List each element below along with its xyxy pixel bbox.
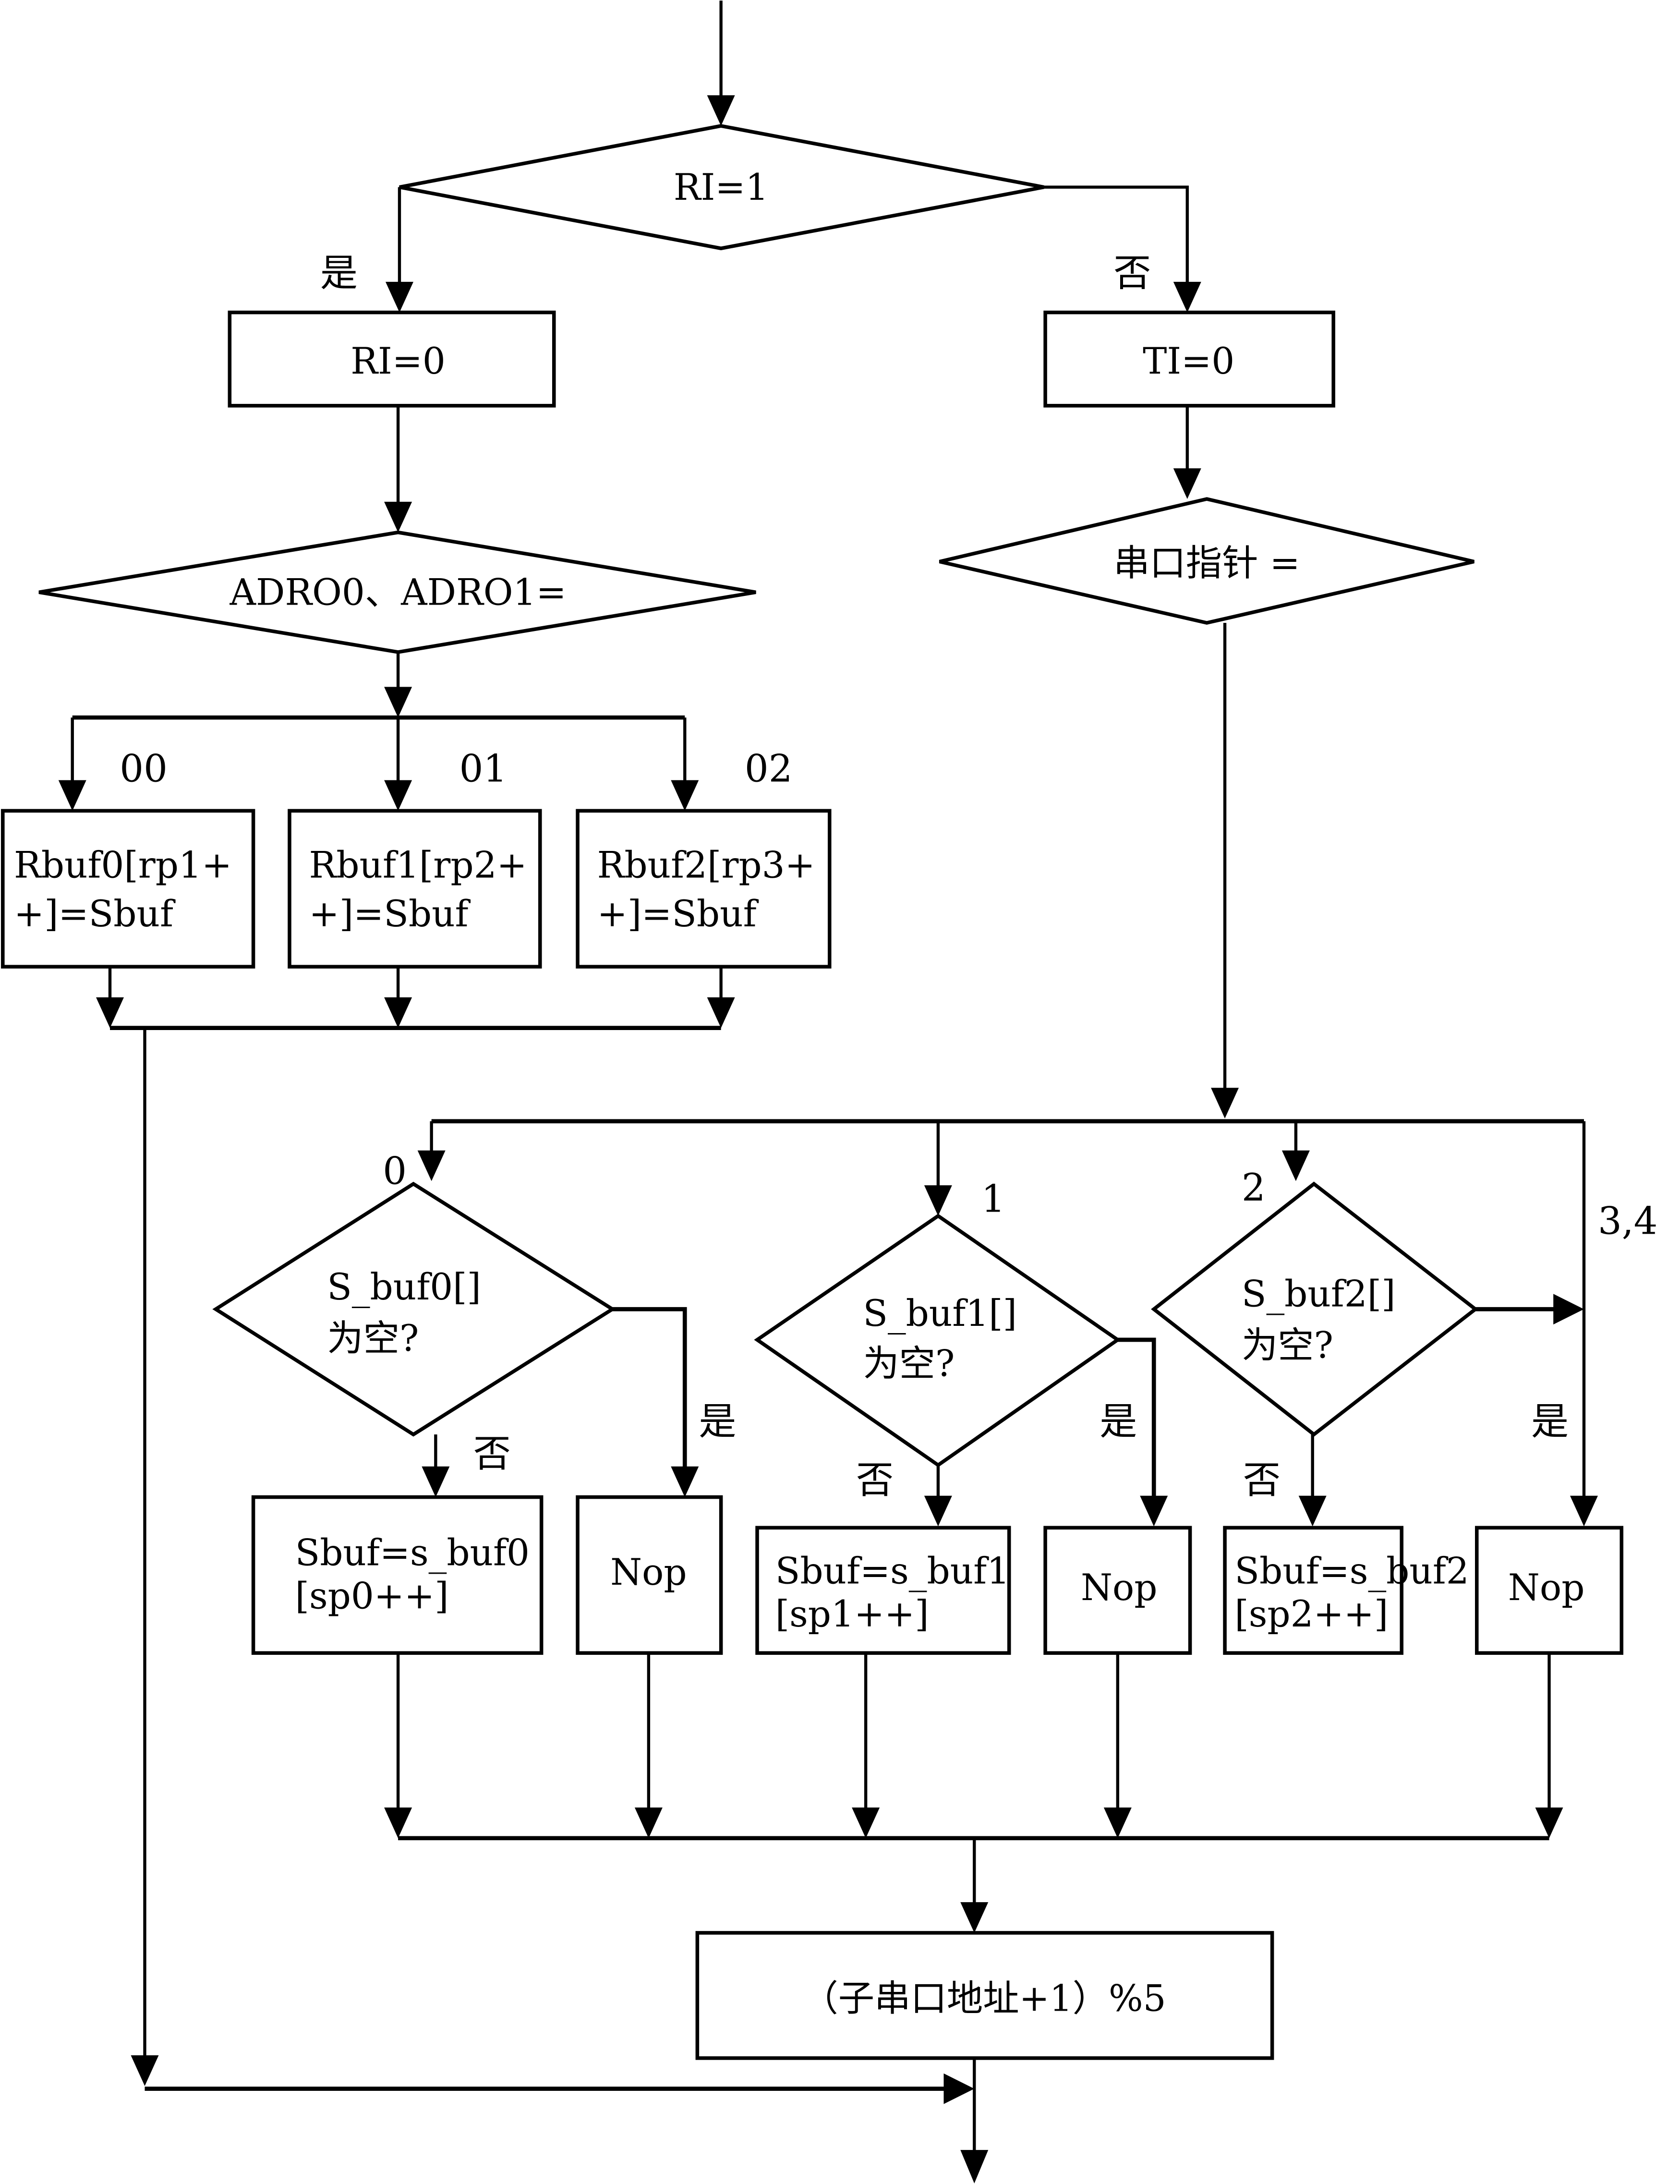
sbuf0-check-line1: S_buf0[]: [327, 1266, 481, 1308]
sbuf1-empty-decision: S_buf1[] 为空?: [754, 1213, 1121, 1468]
ptr-0-label: 0: [383, 1149, 407, 1193]
sbuf2-check-line2: 为空?: [1242, 1324, 1333, 1367]
adr-check-text: ADRO0、ADRO1=: [230, 571, 567, 613]
sbuf2-empty-decision: S_buf2[] 为空?: [1151, 1181, 1479, 1437]
increment-address-process: （子串口地址+1）%5: [695, 1931, 1274, 2060]
no-label: 否: [856, 1458, 894, 1502]
arrow-head: [58, 780, 86, 811]
no-label: 否: [473, 1432, 511, 1476]
rbuf0-process: Rbuf0[rp1+ +]=Sbuf: [1, 809, 255, 969]
rbuf2-process: Rbuf2[rp3+ +]=Sbuf: [576, 809, 832, 969]
sbuf0-check-line2: 为空?: [327, 1317, 419, 1359]
arrow-head: [96, 997, 124, 1028]
arrow-head: [1173, 281, 1201, 313]
adr-00-label: 00: [120, 747, 168, 791]
arrow-head: [924, 1495, 952, 1527]
arrow-head: [960, 1902, 989, 1933]
arrow-head: [707, 997, 735, 1028]
ptr-34-label: 3,4: [1598, 1200, 1657, 1243]
arrow-head: [417, 1150, 446, 1181]
ti-clear-text: TI=0: [1143, 340, 1234, 382]
no-label: 否: [1243, 1458, 1281, 1502]
arrow-head: [943, 2073, 975, 2104]
yes-label: 是: [1100, 1400, 1137, 1444]
arrow-head: [384, 997, 412, 1028]
arrow-head: [1140, 1495, 1168, 1527]
nop2-process: Nop: [1475, 1526, 1624, 1655]
arrow-head: [671, 1466, 699, 1497]
sbuf0-line2: [sp0++]: [295, 1575, 449, 1617]
sbuf0-empty-decision: S_buf0[] 为空?: [212, 1181, 616, 1437]
sbuf2-line2: [sp2++]: [1234, 1593, 1388, 1635]
adr-check-decision: ADRO0、ADRO1=: [38, 530, 756, 654]
yes-label: 是: [1531, 1400, 1569, 1444]
arrow-head: [1570, 1495, 1598, 1527]
arrow-head: [634, 1808, 663, 1838]
arrow-head: [852, 1808, 880, 1838]
rbuf1-line2: +]=Sbuf: [309, 893, 471, 935]
arrow-head: [1298, 1495, 1327, 1527]
increment-text: （子串口地址+1）%5: [802, 1977, 1166, 2019]
arrow-head: [1553, 1294, 1584, 1325]
pointer-check-text: 串口指针 =: [1113, 542, 1300, 584]
nop2-text: Nop: [1508, 1566, 1585, 1609]
yes-label: 是: [320, 252, 358, 295]
rbuf0-line2: +]=Sbuf: [14, 893, 176, 935]
arrow-head: [1535, 1808, 1563, 1838]
ri-check-decision: RI=1: [399, 124, 1044, 251]
arrow-head: [384, 780, 412, 811]
arrow-head: [422, 1466, 450, 1497]
ri-check-text: RI=1: [674, 166, 769, 208]
no-label: 否: [1113, 252, 1151, 295]
rbuf0-line1: Rbuf0[rp1+: [14, 844, 232, 886]
arrow-head: [924, 1185, 952, 1216]
sbuf2-line1: Sbuf=s_buf2: [1234, 1550, 1469, 1592]
nop0-process: Nop: [576, 1495, 723, 1655]
ptr-1-label: 1: [981, 1177, 1005, 1221]
ri-clear-process: RI=0: [228, 310, 556, 408]
nop0-text: Nop: [610, 1551, 687, 1593]
adr-01-label: 01: [459, 747, 508, 791]
rbuf1-process: Rbuf1[rp2+ +]=Sbuf: [288, 809, 542, 969]
exit-arrow: [960, 2150, 989, 2184]
rbuf2-line1: Rbuf2[rp3+: [597, 844, 815, 886]
arrow-head: [1103, 1808, 1132, 1838]
pointer-check-decision: 串口指针 =: [939, 497, 1475, 625]
arrow-head: [1211, 1088, 1239, 1119]
arrow-head: [384, 1808, 412, 1838]
nop1-process: Nop: [1043, 1526, 1192, 1655]
rbuf2-line2: +]=Sbuf: [597, 893, 759, 935]
sbuf0-line1: Sbuf=s_buf0: [295, 1532, 530, 1574]
ri-clear-text: RI=0: [351, 340, 446, 382]
sbuf0-process: Sbuf=s_buf0 [sp0++]: [251, 1495, 544, 1655]
sbuf2-check-line1: S_buf2[]: [1242, 1273, 1396, 1315]
ptr-2-label: 2: [1242, 1166, 1266, 1210]
yes-label: 是: [699, 1400, 736, 1444]
sbuf1-process: Sbuf=s_buf1 [sp1++]: [755, 1526, 1011, 1655]
sbuf1-line1: Sbuf=s_buf1: [775, 1550, 1010, 1592]
ti-clear-process: TI=0: [1043, 310, 1335, 408]
nop1-text: Nop: [1081, 1566, 1158, 1609]
arrow-head: [384, 687, 412, 718]
entry-arrow: [707, 0, 735, 126]
sbuf1-line2: [sp1++]: [775, 1593, 929, 1635]
arrow-head: [384, 501, 412, 533]
arrow-head: [1173, 468, 1201, 499]
arrow-head: [131, 2055, 159, 2086]
sbuf1-check-line2: 为空?: [863, 1342, 955, 1384]
sbuf1-check-line1: S_buf1[]: [863, 1292, 1017, 1335]
arrow-head: [386, 281, 413, 313]
rbuf1-line1: Rbuf1[rp2+: [309, 844, 527, 886]
adr-02-label: 02: [745, 747, 793, 791]
arrow-head: [671, 780, 699, 811]
sbuf2-process: Sbuf=s_buf2 [sp2++]: [1223, 1526, 1469, 1655]
arrow-head: [1281, 1150, 1310, 1181]
